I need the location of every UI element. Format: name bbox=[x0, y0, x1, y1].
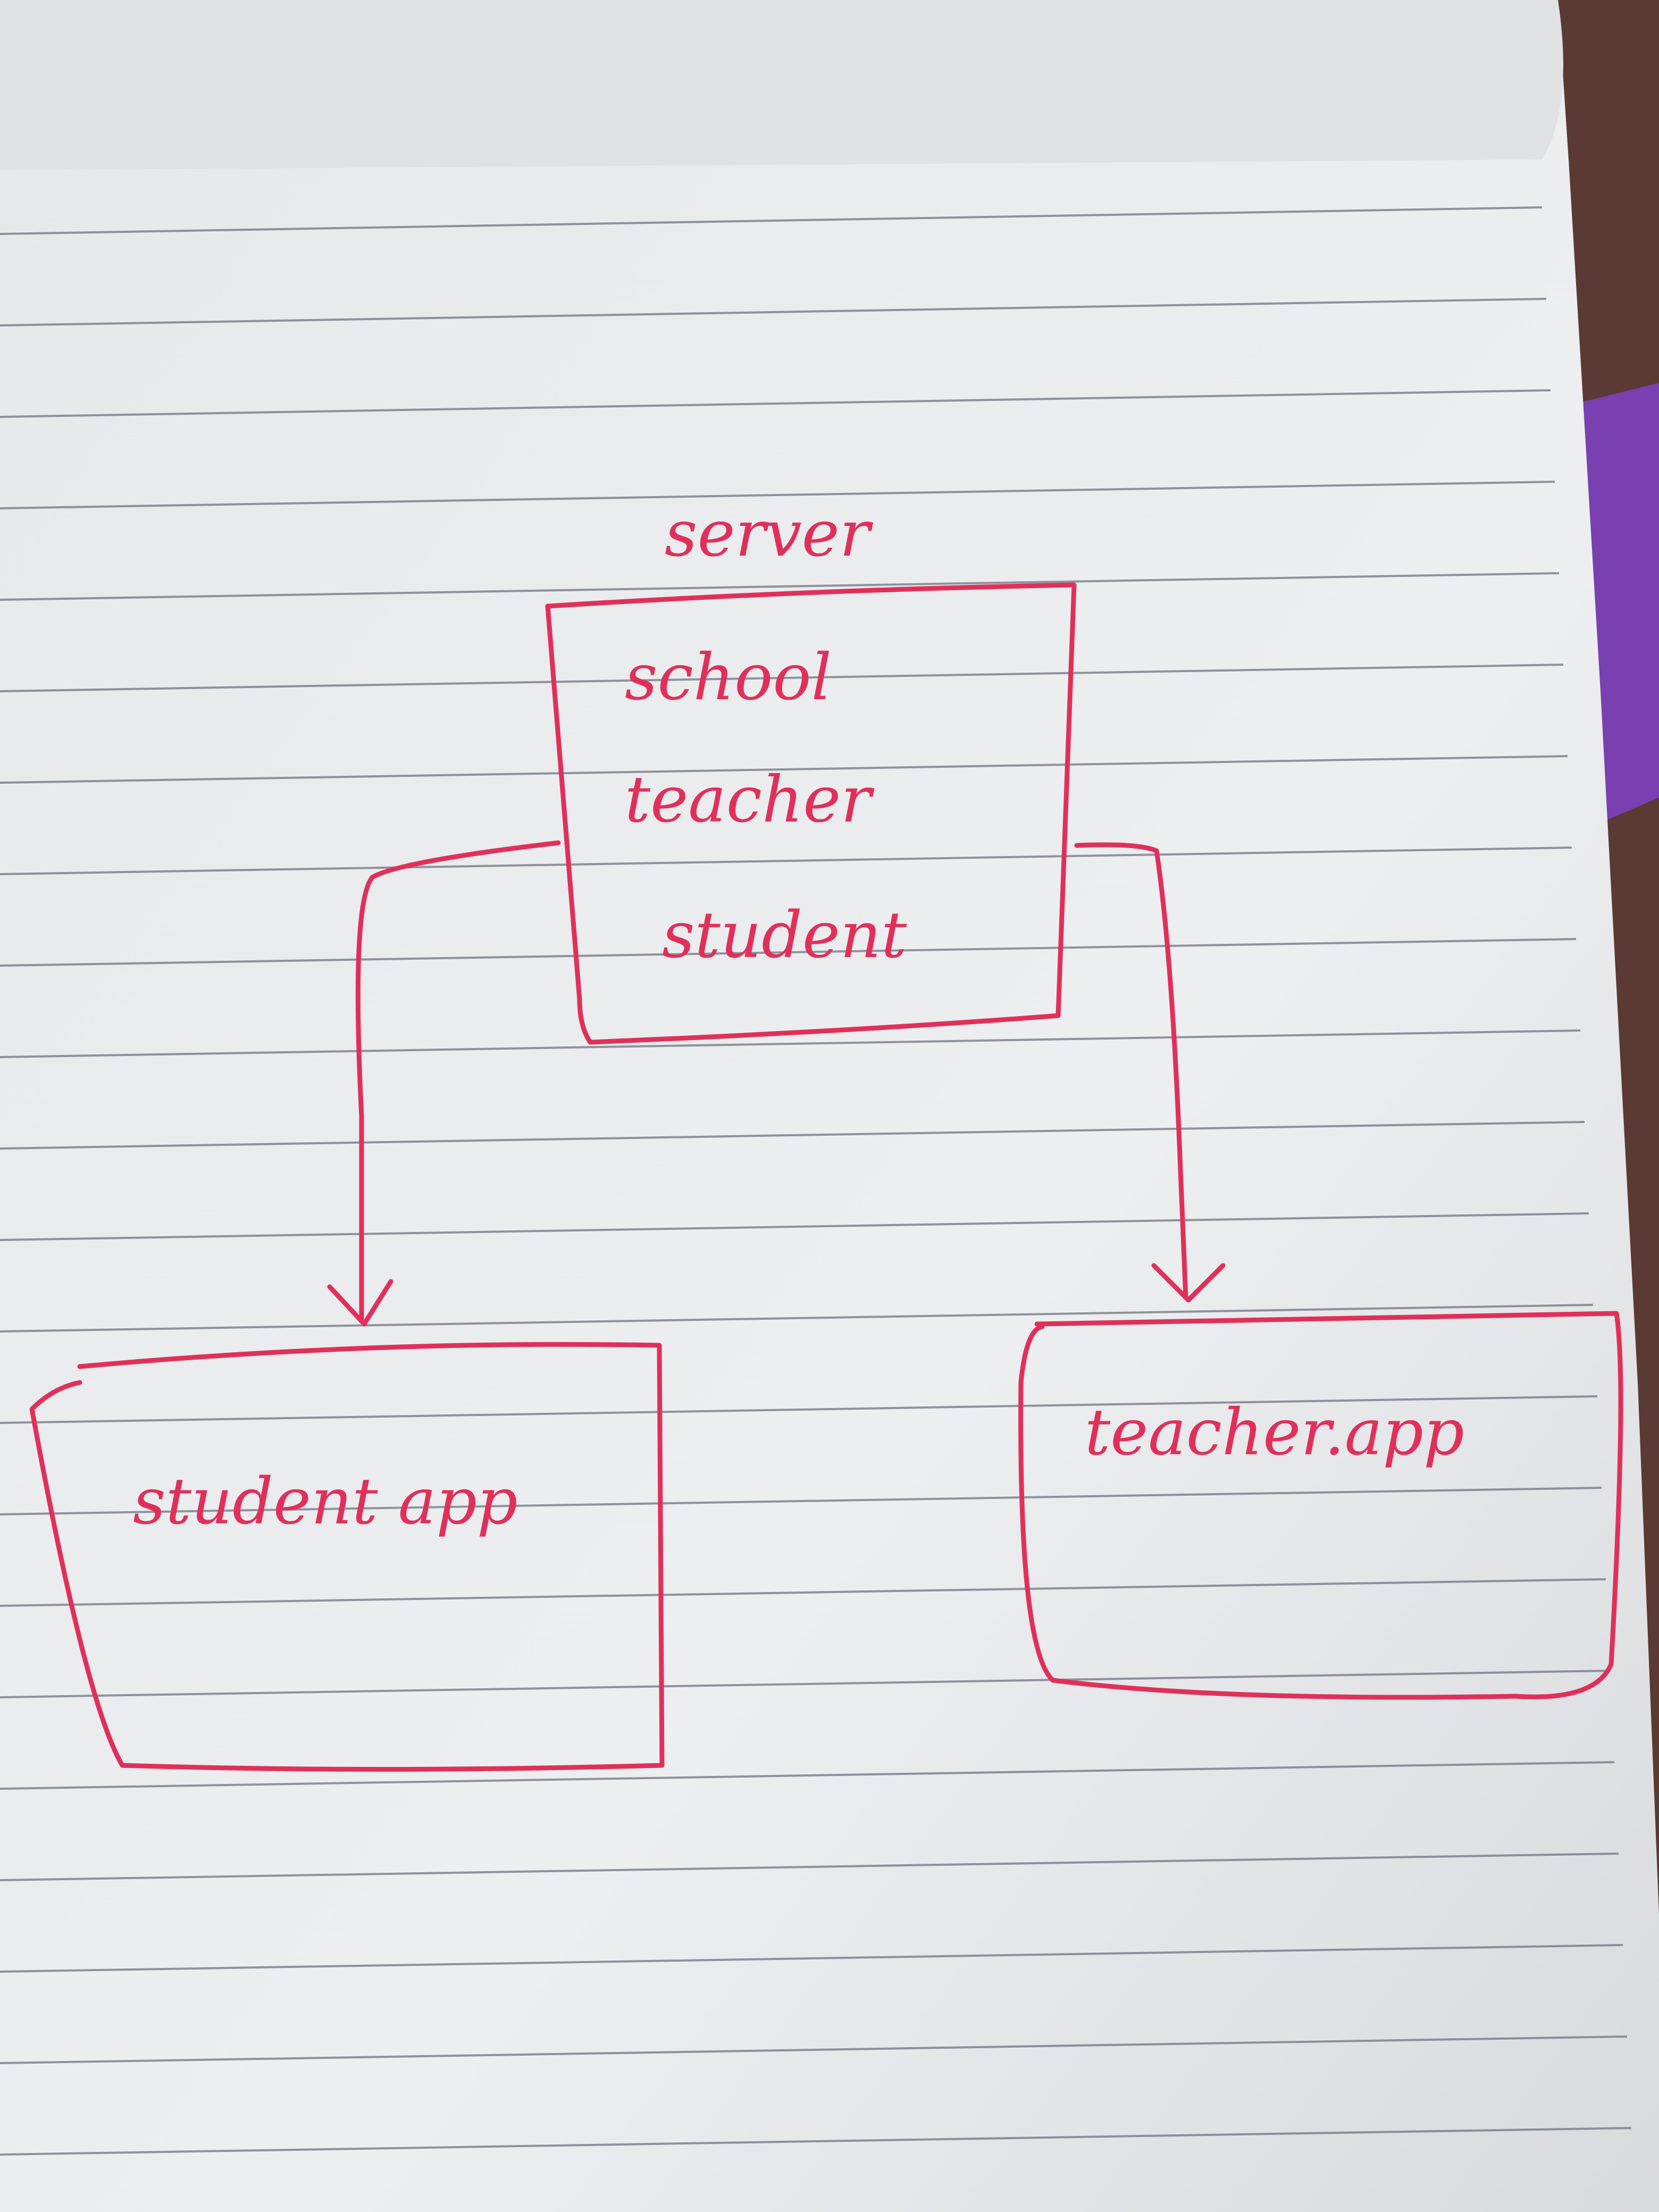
server-item-student: student bbox=[662, 899, 907, 973]
ruled-line bbox=[0, 755, 1568, 784]
ruled-line bbox=[0, 664, 1564, 692]
student-app-node: student app bbox=[29, 1342, 665, 1772]
ruled-line bbox=[0, 481, 1555, 509]
teacher-app-box bbox=[1018, 1311, 1623, 1700]
arrow-server-to-student-app bbox=[327, 840, 561, 1327]
ruled-line bbox=[0, 206, 1543, 235]
ruled-line bbox=[0, 1212, 1589, 1241]
ruled-line bbox=[0, 1395, 1598, 1424]
ruled-line bbox=[0, 298, 1547, 326]
ruled-line bbox=[0, 1029, 1581, 1058]
ruled-line bbox=[0, 1761, 1615, 1790]
ruled-line bbox=[0, 1304, 1594, 1333]
ruled-line bbox=[0, 2035, 1628, 2064]
ruled-line bbox=[0, 1578, 1606, 1607]
ruled-line bbox=[0, 2127, 1632, 2156]
server-box bbox=[545, 582, 1077, 1045]
ruled-line bbox=[0, 389, 1551, 418]
teacher-app-node: teacher.app bbox=[1018, 1311, 1623, 1700]
student-app-label: student app bbox=[133, 1465, 518, 1539]
teacher-app-label: teacher.app bbox=[1085, 1396, 1464, 1470]
ruled-line bbox=[0, 938, 1577, 967]
ruled-line bbox=[0, 1487, 1602, 1515]
ruled-line bbox=[0, 1121, 1585, 1150]
server-title: server bbox=[665, 497, 874, 571]
server-item-teacher: teacher bbox=[625, 763, 875, 837]
server-node: server school teacher student bbox=[545, 497, 1077, 1045]
ruled-line bbox=[0, 572, 1560, 601]
student-app-box bbox=[29, 1342, 665, 1772]
server-item-school: school bbox=[625, 641, 832, 715]
page-fold bbox=[0, 0, 1563, 170]
ruled-line bbox=[0, 1670, 1611, 1698]
ruled-line bbox=[0, 1944, 1623, 1973]
ruled-line bbox=[0, 1853, 1619, 1881]
arrow-server-to-teacher-app bbox=[1074, 842, 1226, 1303]
ruled-line bbox=[0, 847, 1572, 875]
